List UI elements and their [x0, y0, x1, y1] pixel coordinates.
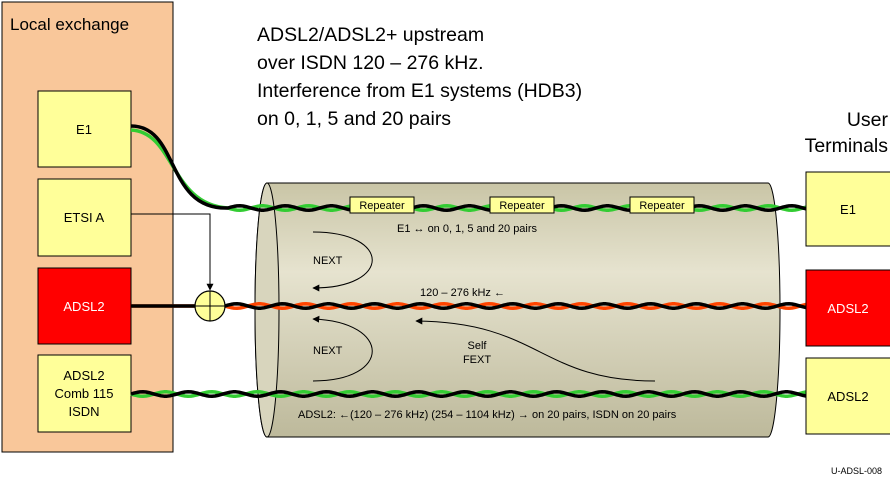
isdn-wire-black-strand [130, 390, 810, 398]
exchange-box-adsl2-label: ADSL2 [63, 299, 104, 314]
exchange-box-adsl2-isdn-line2: Comb 115 [54, 386, 113, 401]
exchange-box-etsi-a [37, 178, 132, 257]
repeater-1 [349, 196, 415, 214]
heading-line-4: on 0, 1, 5 and 20 pairs [257, 108, 451, 130]
exchange-box-adsl2 [37, 267, 132, 345]
next-upper-arrow [312, 231, 373, 292]
user-terminals-title-line2: Terminals [805, 135, 889, 157]
wire-pair-adsl2-isdn [130, 390, 810, 398]
exchange-box-adsl2-isdn-line1: ADSL2 [63, 368, 104, 383]
cable-end-cap [254, 182, 280, 438]
etsi-a-feed-line [131, 213, 214, 291]
adsl2-wire-black-strand [131, 302, 811, 310]
terminal-box-adsl2 [805, 269, 890, 347]
repeater-2 [489, 196, 555, 214]
terminal-box-e1-label: E1 [840, 202, 856, 217]
e1-pairs-caption: E1 ↔ on 0, 1, 5 and 20 pairs [397, 223, 538, 235]
figure-id: U-ADSL-008 [831, 466, 882, 476]
repeater-3 [629, 196, 695, 214]
terminal-box-adsl2-label: ADSL2 [827, 301, 868, 316]
repeater-1-label: Repeater [359, 200, 405, 212]
repeater-3-label: Repeater [639, 200, 685, 212]
exchange-box-etsi-a-label: ETSI A [64, 210, 105, 225]
exchange-box-adsl2-isdn [37, 354, 132, 433]
self-fext-label-line1: Self [468, 340, 488, 352]
terminal-box-adsl2-lower-label: ADSL2 [827, 389, 868, 404]
self-fext-label-line2: FEXT [463, 354, 491, 366]
heading-line-2: over ISDN 120 – 276 kHz. [257, 52, 484, 74]
local-exchange-title: Local exchange [10, 15, 129, 34]
next-lower-arrow [312, 315, 373, 382]
adsl2-bands-caption: ADSL2: ←(120 – 276 kHz) (254 – 1104 kHz)… [298, 409, 677, 421]
repeater-2-label: Repeater [499, 200, 545, 212]
exchange-box-e1-label: E1 [76, 122, 92, 137]
next-upper-label: NEXT [313, 255, 343, 267]
self-fext-arrow [415, 317, 656, 382]
wire-pair-adsl2 [131, 302, 811, 310]
terminal-box-e1 [805, 171, 890, 247]
exchange-box-adsl2-isdn-line3: ISDN [68, 404, 99, 419]
exchange-box-e1 [37, 90, 132, 168]
cable-body [254, 182, 781, 438]
mid-band-caption: 120 – 276 kHz ← [420, 287, 505, 299]
heading-line-3: Interference from E1 systems (HDB3) [257, 80, 582, 102]
heading-line-1: ADSL2/ADSL2+ upstream [257, 24, 484, 46]
terminal-box-adsl2-lower [805, 357, 890, 435]
next-lower-label: NEXT [313, 345, 343, 357]
user-terminals-title-line1: User [847, 109, 889, 131]
